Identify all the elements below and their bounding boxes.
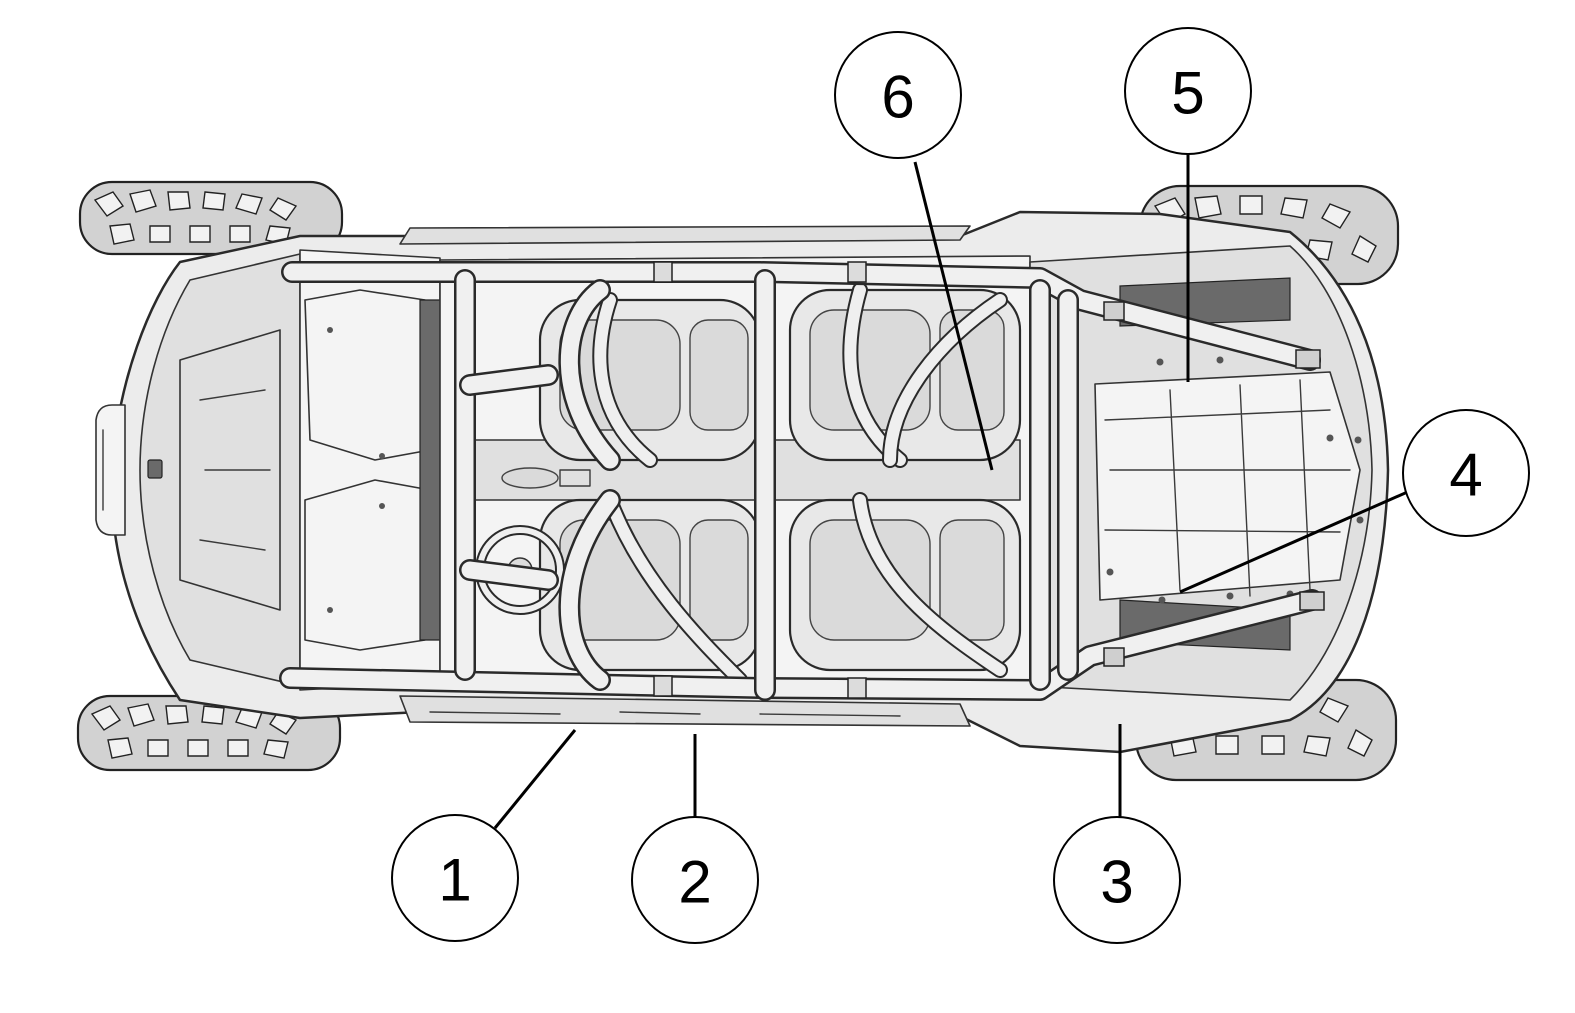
leader-6 [913,161,994,471]
seat-belts [592,282,1008,688]
front-left-tire [78,180,344,256]
callout-2-circle [631,816,759,944]
callout-6: 6 [834,31,962,159]
callout-3-label: 3 [1100,849,1133,916]
callout-3: 3 [1053,816,1181,944]
callout-6-label: 6 [881,64,914,131]
callout-1-circle [391,814,519,942]
roll-cage [279,261,1325,701]
callout-5: 5 [1124,27,1252,155]
callout-4: 4 [1402,409,1530,537]
callout-6-circle [834,31,962,159]
callout-2-label: 2 [678,849,711,916]
callout-4-label: 4 [1449,442,1482,509]
callout-2: 2 [631,816,759,944]
callout-5-label: 5 [1171,60,1204,127]
callout-5-circle [1124,27,1252,155]
leader-4 [1179,488,1413,594]
leader-1 [493,729,577,829]
callout-4-circle [1402,409,1530,537]
vehicle-body [95,210,1390,754]
callout-3-circle [1053,816,1181,944]
callout-1: 1 [391,814,519,942]
leader-lines [493,151,1413,829]
callout-1-label: 1 [438,847,471,914]
